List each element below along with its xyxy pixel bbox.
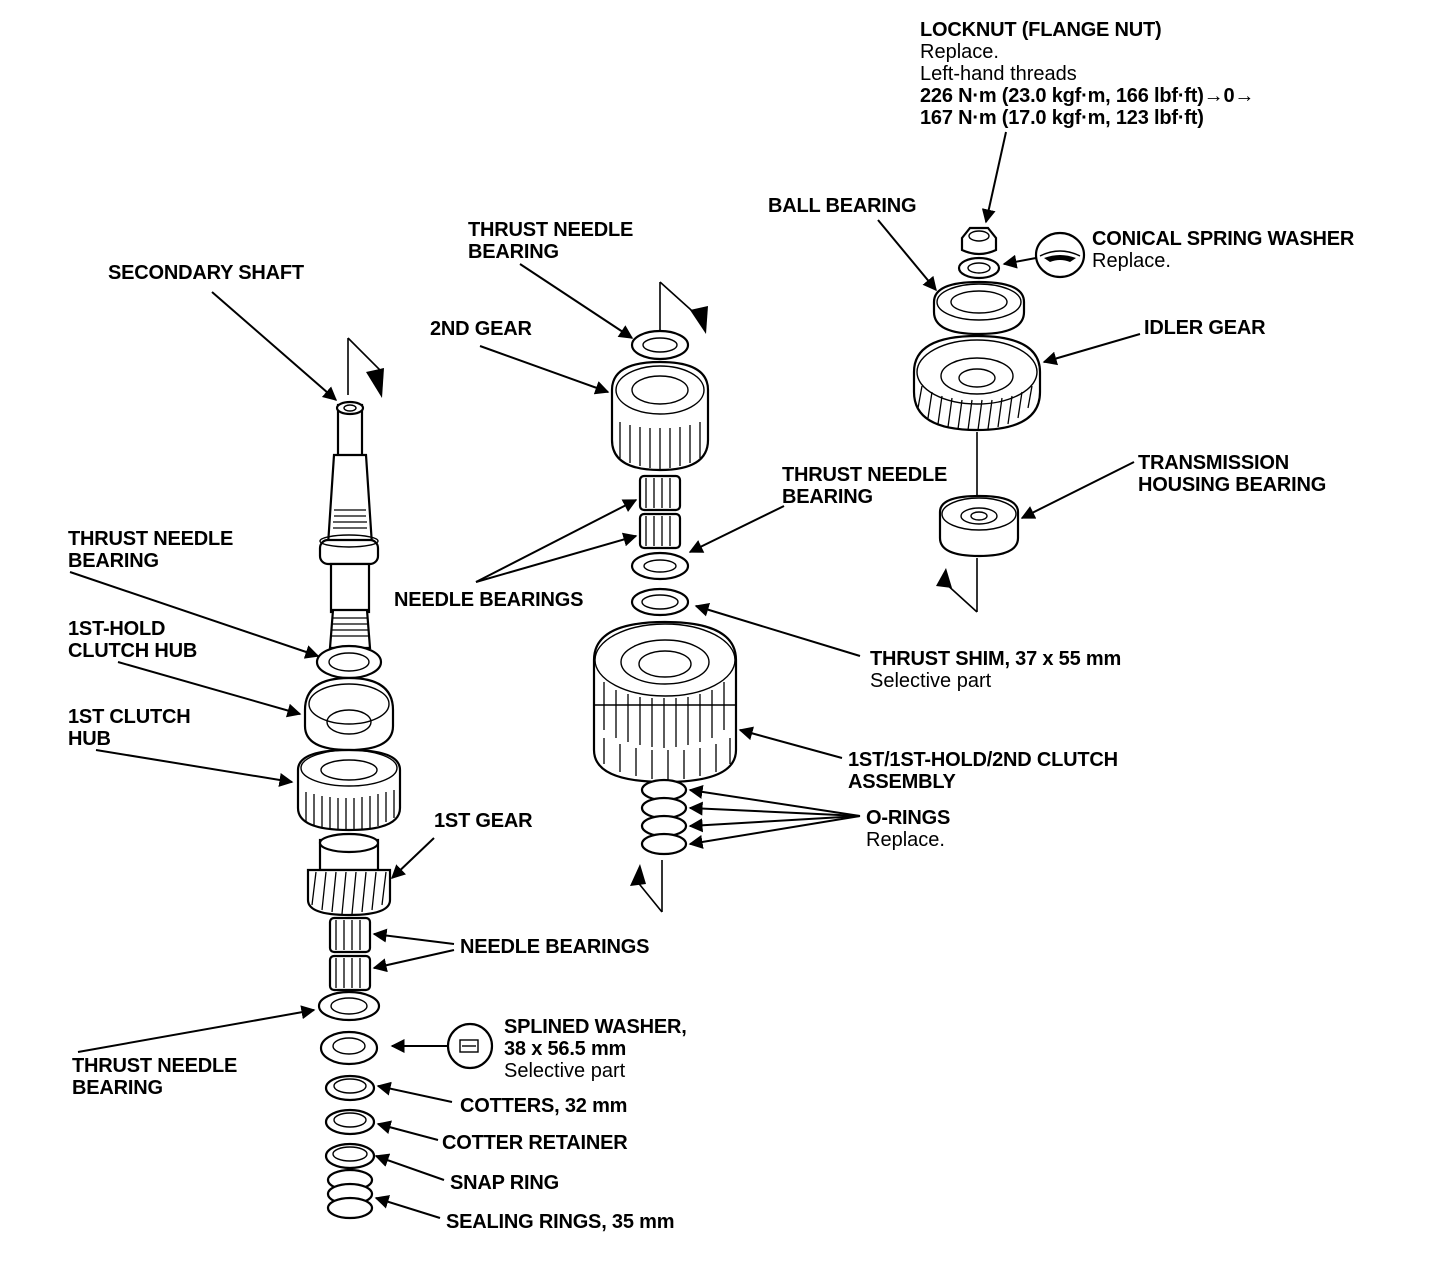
label-idler-gear: IDLER GEAR <box>1144 317 1266 339</box>
clutch-stack <box>592 281 738 913</box>
label-transmission-housing-bearing: TRANSMISSION HOUSING BEARING <box>1138 452 1327 496</box>
label-locknut: LOCKNUT (FLANGE NUT) Replace. Left-hand … <box>920 19 1255 129</box>
transmission-housing-bearing-part <box>938 494 1020 558</box>
first-clutch-hub-part <box>296 748 402 832</box>
second-gear-part <box>610 360 710 472</box>
snap-ring-part <box>324 1142 376 1170</box>
o-rings-part <box>640 778 688 856</box>
label-thrust-shim: THRUST SHIM, 37 x 55 mm Selective part <box>870 648 1122 692</box>
sealing-rings-part <box>326 1168 374 1220</box>
secondary-shaft-stack <box>296 337 494 1220</box>
hold-clutch-hub-part <box>303 676 395 752</box>
ball-bearing-part <box>932 280 1026 336</box>
leader-lines <box>69 131 1141 1219</box>
label-thrust-needle-bearing-upper: THRUST NEEDLE BEARING <box>68 528 234 572</box>
label-needle-bearings-mid: NEEDLE BEARINGS <box>394 589 584 611</box>
splined-washer-detail-icon <box>390 1022 494 1070</box>
label-splined-washer: SPLINED WASHER, 38 x 56.5 mm Selective p… <box>504 1016 687 1082</box>
thrust-needle-bearing-upper-part <box>315 644 383 680</box>
label-thrust-needle-bearing-lower: THRUST NEEDLE BEARING <box>72 1055 238 1099</box>
label-cotters: COTTERS, 32 mm <box>460 1095 628 1117</box>
locknut-part <box>960 226 998 256</box>
thrust-needle-bearing-top-part <box>630 329 690 361</box>
conical-spring-washer-detail-icon <box>1002 231 1086 279</box>
label-secondary-shaft: SECONDARY SHAFT <box>108 262 304 284</box>
thrust-shim-part <box>630 587 690 617</box>
idler-stack <box>912 226 1086 613</box>
label-needle-bearings-lower: NEEDLE BEARINGS <box>460 936 650 958</box>
first-gear-part <box>306 832 392 917</box>
conical-spring-washer-part <box>957 256 1001 280</box>
clutch-assembly-part <box>592 620 738 784</box>
label-first-gear: 1ST GEAR <box>434 810 533 832</box>
label-hold-clutch-hub: 1ST-HOLD CLUTCH HUB <box>68 618 198 662</box>
splined-washer-part <box>319 1030 379 1066</box>
thrust-needle-bearing-lower-part <box>317 990 381 1022</box>
label-thrust-needle-bearing-mid: THRUST NEEDLE BEARING <box>782 464 948 508</box>
label-conical-spring-washer: CONICAL SPRING WASHER Replace. <box>1092 228 1355 272</box>
cotter-retainer-part <box>324 1108 376 1136</box>
label-o-rings: O-RINGS Replace. <box>866 807 951 851</box>
thrust-needle-bearing-mid-part <box>630 551 690 581</box>
label-clutch-assembly: 1ST/1ST-HOLD/2ND CLUTCH ASSEMBLY <box>848 749 1118 793</box>
label-thrust-needle-bearing-top: THRUST NEEDLE BEARING <box>468 219 634 263</box>
idler-gear-part <box>912 334 1042 432</box>
needle-bearings-mid-part <box>638 474 682 550</box>
cotters-part <box>324 1074 376 1102</box>
label-first-clutch-hub: 1ST CLUTCH HUB <box>68 706 191 750</box>
label-cotter-retainer: COTTER RETAINER <box>442 1132 628 1154</box>
label-snap-ring: SNAP RING <box>450 1172 559 1194</box>
label-sealing-rings: SEALING RINGS, 35 mm <box>446 1211 675 1233</box>
label-second-gear: 2ND GEAR <box>430 318 532 340</box>
needle-bearings-lower-part <box>328 916 372 992</box>
label-ball-bearing: BALL BEARING <box>768 195 917 217</box>
secondary-shaft <box>318 400 380 650</box>
